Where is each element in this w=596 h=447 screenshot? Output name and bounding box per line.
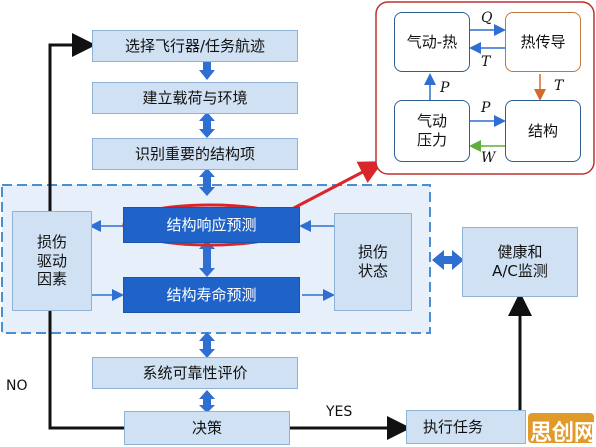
damage-driver-box: 损伤 驱动 因素 — [12, 211, 92, 311]
identify-structure-box: 识别重要的结构项 — [92, 138, 298, 170]
label-p-left: P — [440, 80, 450, 96]
health-monitoring-box: 健康和 A/C监测 — [462, 227, 578, 297]
yes-label: YES — [326, 404, 353, 420]
label-t-top: T — [481, 54, 491, 70]
label-q: Q — [481, 10, 493, 26]
watermark-badge — [528, 413, 594, 443]
aero-heat-box: 气动-热 — [394, 12, 470, 72]
label-p-mid: P — [481, 100, 491, 116]
aero-pressure-box: 气动 压力 — [394, 100, 470, 162]
build-load-box: 建立载荷与环境 — [92, 82, 298, 114]
damage-state-box: 损伤 状态 — [334, 213, 412, 311]
structure-life-box: 结构寿命预测 — [123, 277, 300, 313]
structure-response-box: 结构响应预测 — [123, 207, 300, 243]
watermark-text: 思创网 — [530, 421, 596, 446]
decision-box: 决策 — [124, 411, 290, 445]
label-t-right: T — [554, 78, 564, 94]
heat-transfer-box: 热传导 — [505, 12, 581, 72]
label-w: W — [481, 150, 496, 166]
system-eval-box: 系统可靠性评价 — [92, 357, 298, 389]
no-label: NO — [6, 378, 28, 394]
structure-box: 结构 — [505, 100, 581, 162]
select-vehicle-box: 选择飞行器/任务航迹 — [92, 30, 298, 62]
execute-task-box: 执行任务 — [406, 410, 526, 444]
